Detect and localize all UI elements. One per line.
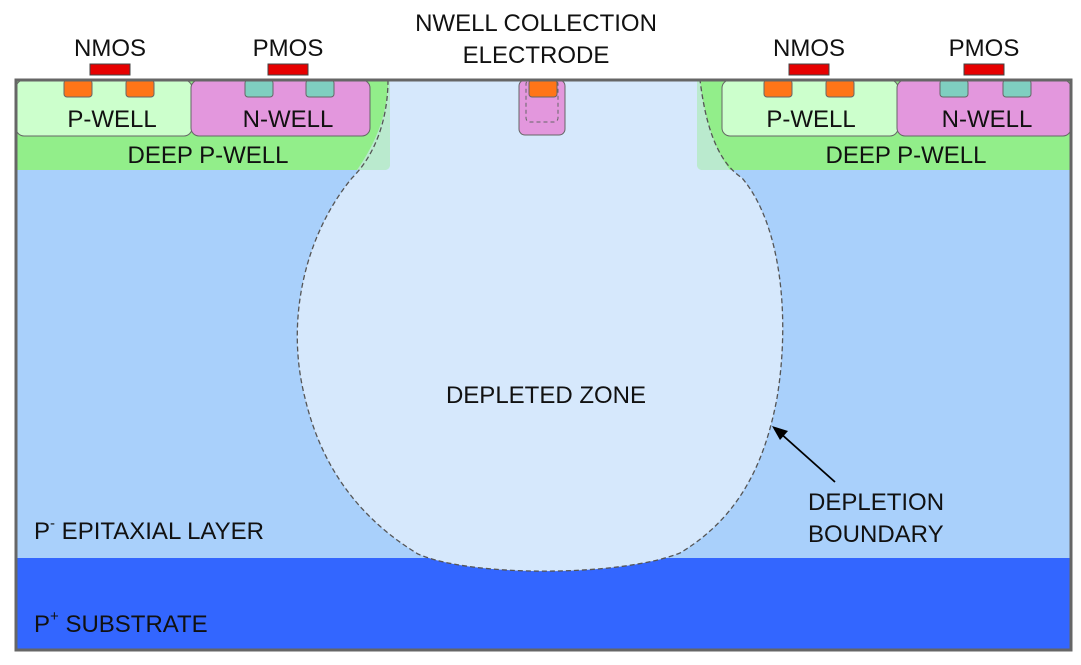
depleted-zone bbox=[297, 80, 783, 572]
substrate-label: P+ SUBSTRATE bbox=[34, 608, 208, 638]
substrate-layer bbox=[16, 558, 1071, 650]
nwell-left-label: N-WELL bbox=[243, 106, 334, 133]
nmos-right-label: NMOS bbox=[773, 35, 845, 62]
nmos-left-label: NMOS bbox=[74, 35, 146, 62]
boundary-arrow-shaft bbox=[778, 431, 836, 483]
epitaxial-prefix: P bbox=[34, 518, 50, 545]
nmos-left-gate bbox=[89, 63, 131, 76]
nmos-left-contact-drain bbox=[125, 79, 155, 98]
pmos-left-label: PMOS bbox=[253, 35, 324, 62]
pmos-right-contact-source bbox=[939, 79, 969, 98]
nwell-right-label: N-WELL bbox=[942, 106, 1033, 133]
pwell-left-label: P-WELL bbox=[67, 106, 156, 133]
nmos-right-contact-source bbox=[763, 79, 793, 98]
nmos-right-contact-drain bbox=[825, 79, 855, 98]
epitaxial-suffix: EPITAXIAL LAYER bbox=[55, 518, 264, 545]
pwell-right-label: P-WELL bbox=[766, 106, 855, 133]
depletion-boundary bbox=[296, 79, 784, 572]
pmos-left-gate bbox=[267, 63, 309, 76]
cross-section-border bbox=[14, 78, 1073, 652]
substrate-superscript: + bbox=[50, 608, 59, 625]
nmos-left-contact-source bbox=[63, 79, 93, 98]
pmos-right-contact-drain bbox=[1002, 79, 1032, 98]
deep-pwell-right-label: DEEP P-WELL bbox=[826, 142, 987, 169]
epitaxial-layer-label: P- EPITAXIAL LAYER bbox=[34, 515, 264, 545]
substrate-prefix: P bbox=[34, 611, 50, 638]
pmos-right-gate bbox=[963, 63, 1005, 76]
depletion-overlap-right bbox=[697, 80, 730, 170]
epitaxial-superscript: - bbox=[50, 515, 55, 532]
boundary-arrow-head bbox=[772, 426, 788, 440]
nmos-right-gate bbox=[788, 63, 830, 76]
electrode-label-line2: ELECTRODE bbox=[463, 42, 610, 69]
depletion-overlap-left bbox=[357, 80, 390, 170]
pmos-left-contact-source bbox=[244, 79, 274, 98]
substrate-suffix: SUBSTRATE bbox=[59, 611, 208, 638]
pmos-right-label: PMOS bbox=[949, 35, 1020, 62]
depleted-zone-label: DEPLETED ZONE bbox=[446, 382, 646, 409]
pmos-left-contact-drain bbox=[305, 79, 335, 98]
electrode-contact bbox=[528, 79, 558, 98]
depletion-boundary-label-line2: BOUNDARY bbox=[808, 521, 944, 548]
deep-pwell-left-label: DEEP P-WELL bbox=[128, 142, 289, 169]
depletion-boundary-label-line1: DEPLETION bbox=[808, 489, 944, 516]
electrode-label-line1: NWELL COLLECTION bbox=[415, 10, 657, 37]
